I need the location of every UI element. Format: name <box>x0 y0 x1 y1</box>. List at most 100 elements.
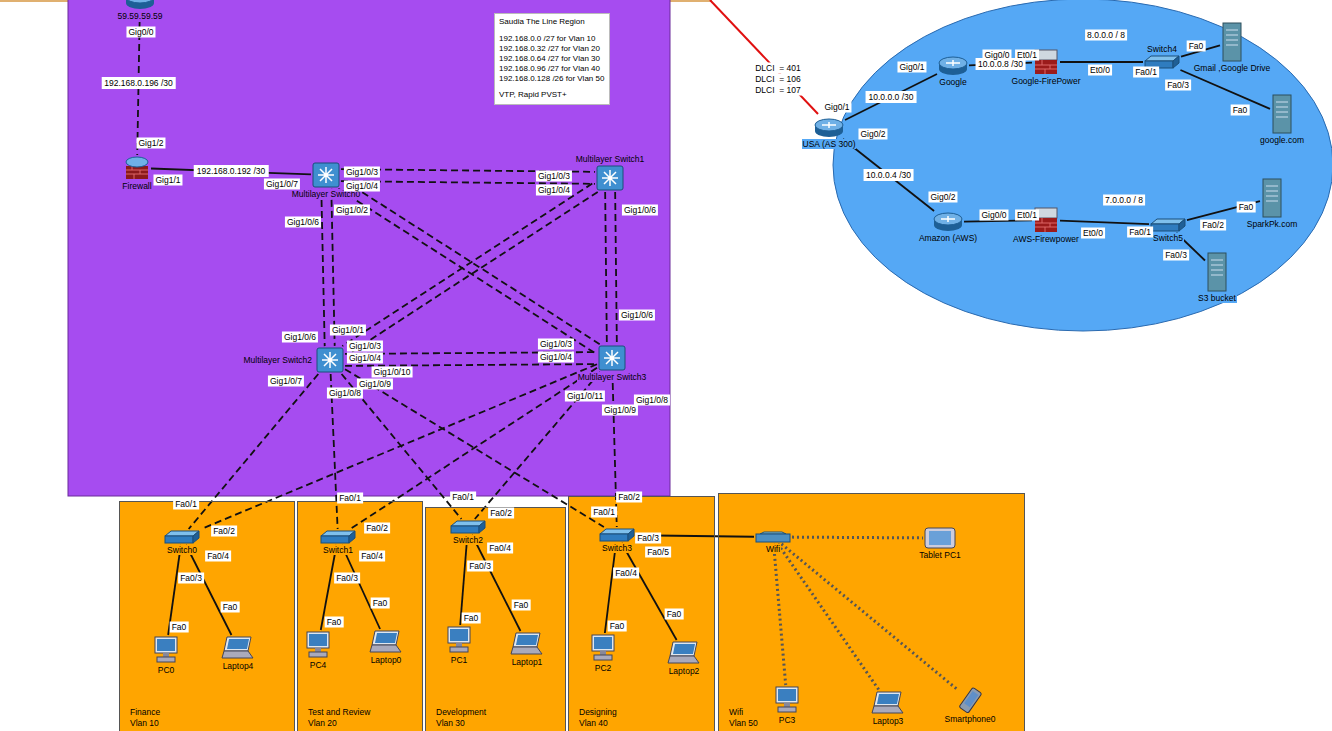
device-name: Multilayer Switch3 <box>577 372 648 382</box>
server-icon <box>1271 94 1293 134</box>
port-label: Gig1/0/6 <box>285 217 321 228</box>
port-label: Fa0/4 <box>205 551 231 562</box>
device-node: Switch1 <box>320 530 356 555</box>
port-label: Et0/0 <box>1081 228 1105 239</box>
port-label: Fa0 <box>665 609 684 620</box>
crossover-link <box>342 184 592 346</box>
pc-icon <box>304 631 332 659</box>
port-label: Fa0/2 <box>1200 220 1226 231</box>
port-label: Gig1/0/4 <box>538 352 574 363</box>
router-icon <box>125 0 155 10</box>
laptop-icon <box>871 691 905 715</box>
port-label: Gig1/0/1 <box>330 325 366 336</box>
router-icon <box>814 118 844 138</box>
device-name: Laptop2 <box>668 666 701 676</box>
device-node: Laptop2 <box>667 641 701 676</box>
room-fill <box>718 493 1025 731</box>
crossover-link <box>615 192 617 344</box>
port-label: Fa0 <box>371 598 390 609</box>
port-label: Fa0/3 <box>1163 250 1189 261</box>
device-node: Laptop4 <box>221 636 255 671</box>
port-label: Gig0/2 <box>928 192 957 203</box>
laptop-icon <box>510 632 544 656</box>
server-icon <box>1261 178 1283 218</box>
device-name: PC4 <box>309 660 328 670</box>
device-node: Wifi <box>755 531 791 554</box>
device-name: Laptop4 <box>222 661 255 671</box>
port-label: Fa0/4 <box>613 568 639 579</box>
server-icon <box>1221 22 1243 62</box>
port-label: Gig1/0/3 <box>538 339 574 350</box>
vlan-room: WifiVlan 50WifiTablet PC1PC3Laptop3Smart… <box>718 493 1025 731</box>
device-node: PC4 <box>304 631 332 670</box>
port-label: Gig1/0/4 <box>344 181 380 192</box>
device-node: PC1 <box>445 626 473 665</box>
room-caption: Test and ReviewVlan 20 <box>308 707 370 729</box>
network-label: 7.0.0.0 / 8 <box>1103 195 1145 206</box>
port-label: Et0/1 <box>1015 50 1039 61</box>
device-node: Switch5 <box>1150 218 1186 243</box>
region-cloud <box>833 0 1332 331</box>
straight-link <box>845 74 937 120</box>
device-name: Laptop0 <box>370 655 403 665</box>
port-label: Fa0/3 <box>334 573 360 584</box>
device-name: SparkPk.com <box>1246 219 1299 229</box>
mls-icon <box>312 162 340 188</box>
device-node: USA (AS 300) <box>802 118 857 149</box>
room-fill <box>425 507 566 731</box>
port-label: Fa0/1 <box>1127 227 1153 238</box>
device-name: Switch1 <box>322 545 354 555</box>
server-icon <box>1206 252 1228 292</box>
device-name: Amazon (AWS) <box>918 233 978 243</box>
device-node: Laptop1 <box>510 632 544 667</box>
device-node: S3 bucket <box>1197 252 1237 303</box>
device-name: google.com <box>1259 135 1305 145</box>
edge-label: 192.168.0.196 /30 <box>101 77 176 89</box>
wireless-link <box>781 544 957 689</box>
port-label: Fa0/4 <box>359 551 385 562</box>
port-label: Fa0/2 <box>616 492 642 503</box>
port-label: Gig0/0 <box>982 50 1011 61</box>
crossover-link <box>321 189 324 346</box>
room-label: Vlan 30 <box>436 718 486 729</box>
room-label: Vlan 40 <box>579 718 617 729</box>
device-node: Multilayer Switch3 <box>577 345 648 382</box>
region-purple <box>68 0 670 496</box>
room-label: Vlan 10 <box>130 718 160 729</box>
port-label: Fa0 <box>608 621 627 632</box>
edge-label: 192.168.0.192 /30 <box>194 165 269 177</box>
laptop-icon <box>369 630 403 654</box>
device-name: PC1 <box>450 655 469 665</box>
device-name: 59.59.59.59 <box>117 11 164 21</box>
vlan-room: Test and ReviewVlan 20 Switch1PC4 Laptop0 <box>297 501 423 731</box>
port-label: Gig1/0/6 <box>619 310 655 321</box>
router-icon <box>933 212 963 232</box>
port-label: Fa0/1 <box>173 499 199 510</box>
straight-link <box>605 543 616 633</box>
port-label: Gig1/0/3 <box>347 341 383 352</box>
tablet-icon <box>924 527 956 549</box>
info-text: 192.168.0.96 /27 for Vlan 40 <box>499 64 604 74</box>
port-label: Gig0/0 <box>126 27 155 38</box>
port-label: Fa0/2 <box>488 508 514 519</box>
straight-link <box>1060 221 1149 225</box>
room-label: Development <box>436 707 486 718</box>
room-caption: FinanceVlan 10 <box>130 707 160 729</box>
switch-icon <box>599 528 635 542</box>
device-name: Tablet PC1 <box>918 550 962 560</box>
info-text: 192.168.0.32 /27 for Vlan 20 <box>499 44 604 54</box>
pc-icon <box>152 636 180 664</box>
room-label: Wifi <box>729 707 758 718</box>
router-icon <box>938 56 968 76</box>
pc-icon <box>445 626 473 654</box>
device-name: Switch5 <box>1152 233 1184 243</box>
straight-link <box>1187 201 1260 220</box>
room-caption: DevelopmentVlan 30 <box>436 707 486 729</box>
device-name: PC2 <box>594 663 613 673</box>
fw-icon <box>124 156 150 180</box>
device-name: Gmail ,Google Drive <box>1193 63 1272 73</box>
switch-icon <box>1150 218 1186 232</box>
port-label: Gig1/0/8 <box>634 395 670 406</box>
laptop-icon <box>667 641 701 665</box>
room-fill <box>119 501 295 731</box>
